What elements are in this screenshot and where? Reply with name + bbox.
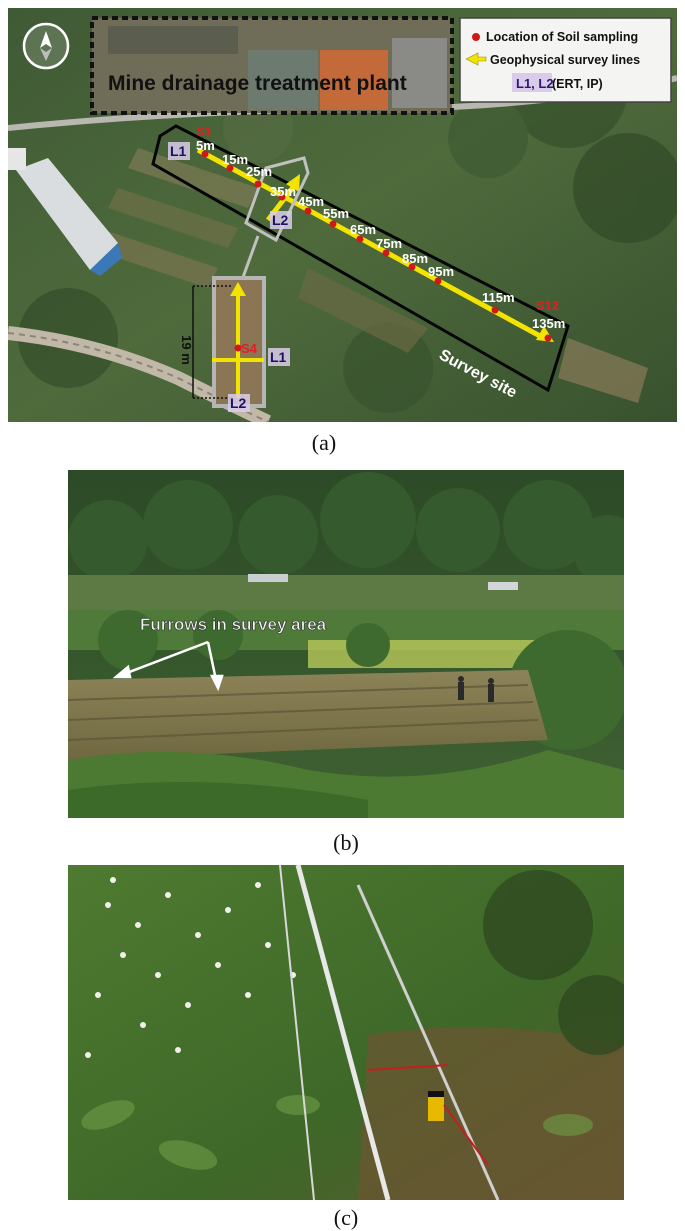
survey-cable-1 <box>279 865 315 1200</box>
distance-label: 25m <box>246 164 272 179</box>
distance-label: 65m <box>350 222 376 237</box>
distance-labels: 5m 15m 25m 35m 45m 55m 65m 75m 85m 95m 1… <box>196 138 565 331</box>
inset-sample-s4: S4 <box>241 341 258 356</box>
caption-c: (c) <box>333 1205 359 1230</box>
white-flowers <box>85 877 296 1058</box>
caption-b: (b) <box>333 830 359 855</box>
plant-boundary <box>90 16 454 115</box>
plant-label: Mine drainage treatment plant <box>108 72 407 95</box>
sample-points <box>201 150 552 342</box>
legend: Location of Soil sampling Geophysical su… <box>459 17 672 103</box>
furrows-annotation: Furrows in survey area <box>140 615 327 634</box>
inset-label-l2: L2 <box>230 395 247 411</box>
tree-line <box>68 472 624 585</box>
cable-photo <box>68 865 624 1200</box>
measuring-tape <box>295 865 391 1200</box>
greenhouse <box>16 158 118 270</box>
people <box>458 676 494 702</box>
legend-survey-lines: Geophysical survey lines <box>490 53 640 67</box>
plowed-field <box>68 670 548 760</box>
compass-icon <box>22 22 70 70</box>
legend-soil-sampling: Location of Soil sampling <box>486 30 638 44</box>
inset-arrow-icon <box>230 282 246 296</box>
shrubs <box>98 610 624 750</box>
soil-patch <box>358 1027 624 1200</box>
l2-arrow-icon <box>286 174 300 192</box>
sample-label-s12: S12 <box>536 298 559 313</box>
distance-label: 95m <box>428 264 454 279</box>
distance-label: 45m <box>298 194 324 209</box>
distance-label: 115m <box>482 290 515 305</box>
legend-lines-suffix: (ERT, IP) <box>552 77 603 91</box>
satellite-map-panel: Mine drainage treatment plant Location o… <box>8 8 677 422</box>
satellite-map: Mine drainage treatment plant Location o… <box>8 8 677 422</box>
distance-label: 55m <box>323 206 349 221</box>
l2-highlight-box <box>244 156 310 243</box>
line-label-l2: L2 <box>272 212 289 228</box>
electrode-clip <box>428 1095 444 1121</box>
survey-site-boundary <box>151 124 570 393</box>
distance-label: 85m <box>402 251 428 266</box>
legend-arrow-icon <box>465 52 487 66</box>
inset-length-label: 19 m <box>179 335 194 365</box>
field-photo-panel: Furrows in survey area <box>68 470 624 818</box>
distance-label: 135m <box>532 316 565 331</box>
line-label-l1: L1 <box>170 143 187 159</box>
legend-sample-marker <box>472 33 480 41</box>
legend-lines-prefix: L1, L2 <box>516 76 554 91</box>
terrace-fields <box>88 148 648 403</box>
annotation-arrows <box>112 640 224 692</box>
cable-photo-panel <box>68 865 624 1200</box>
caption-a: (a) <box>311 430 337 455</box>
field-photo: Furrows in survey area <box>68 470 624 818</box>
distance-label: 75m <box>376 236 402 251</box>
distance-label: 35m <box>270 184 296 199</box>
inset-detail: S4 19 m L1 L2 <box>179 276 290 412</box>
survey-line-l1 <box>196 147 542 339</box>
inset-label-l1: L1 <box>270 349 287 365</box>
sample-label-s1: S1 <box>196 124 212 139</box>
distance-label: 15m <box>222 152 248 167</box>
distance-label: 5m <box>196 138 215 153</box>
